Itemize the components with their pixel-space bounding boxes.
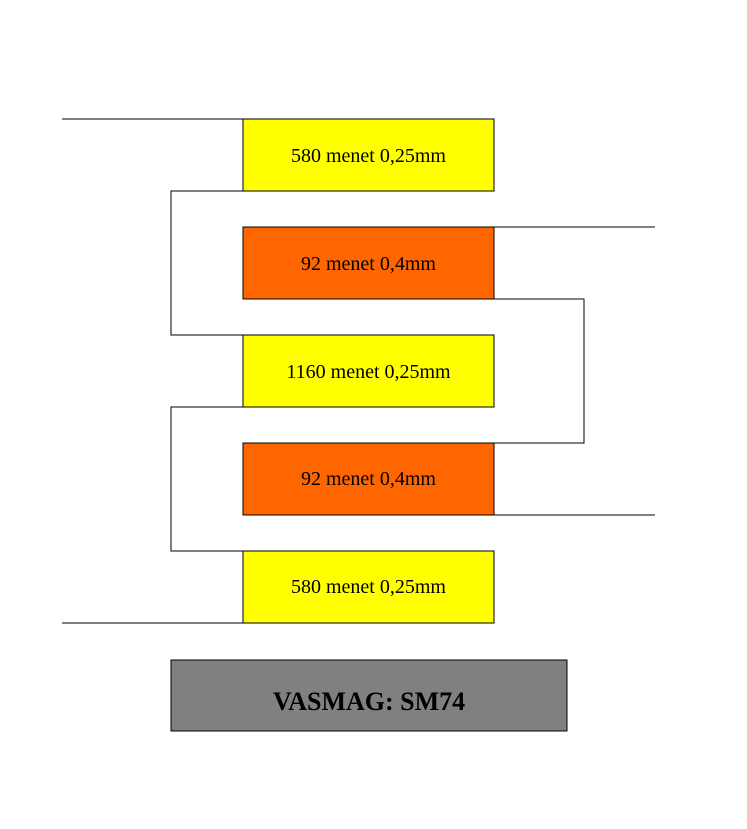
winding-4: 92 menet 0,4mm xyxy=(242,442,495,516)
winding-box xyxy=(242,334,495,408)
winding-5: 580 menet 0,25mm xyxy=(242,550,495,624)
winding-box xyxy=(242,118,495,192)
winding-3: 1160 menet 0,25mm xyxy=(242,334,495,408)
winding-box xyxy=(242,442,495,516)
winding-label: 92 menet 0,4mm xyxy=(301,253,436,275)
connection-wires xyxy=(62,118,655,624)
winding-label: 580 menet 0,25mm xyxy=(291,576,446,598)
winding-label: 580 menet 0,25mm xyxy=(291,145,446,167)
core-label: VASMAG: SM74 xyxy=(273,687,465,716)
secondary-link xyxy=(494,298,585,444)
core-box xyxy=(170,659,568,732)
winding-label: 92 menet 0,4mm xyxy=(301,468,436,490)
core-block: VASMAG: SM74 xyxy=(170,659,568,732)
primary-link-2 xyxy=(170,406,243,552)
winding-1: 580 menet 0,25mm xyxy=(242,118,495,192)
winding-box xyxy=(242,550,495,624)
primary-link-1 xyxy=(170,190,243,336)
winding-box xyxy=(242,226,495,300)
winding-2: 92 menet 0,4mm xyxy=(242,226,495,300)
winding-label: 1160 menet 0,25mm xyxy=(286,361,451,383)
